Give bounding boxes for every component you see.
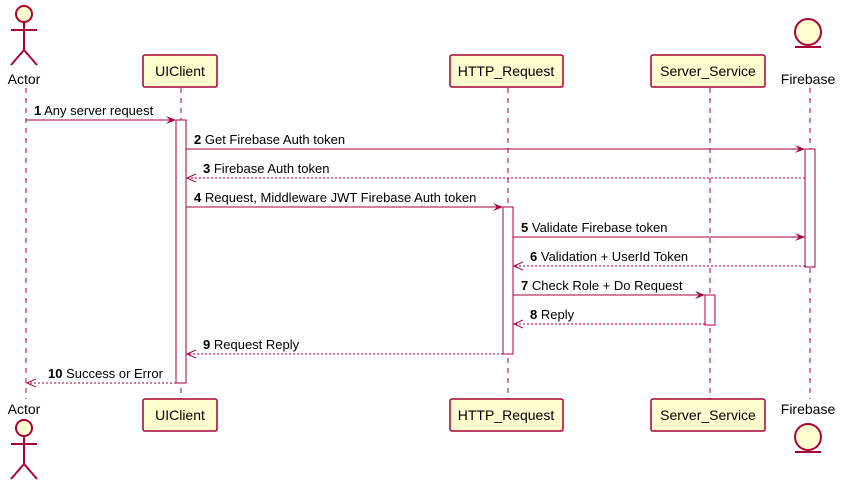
participant-label-uiclient-bottom: UIClient [155,407,205,423]
participant-label-http-request-bottom: HTTP_Request [458,407,555,423]
participant-server-service-bottom: Server_Service [650,398,766,432]
participant-label-firebase-bottom: Firebase [781,401,836,417]
activation-firebase [804,148,816,268]
participant-label-actor-top: Actor [8,71,41,87]
participant-http-request-bottom: HTTP_Request [449,398,564,432]
activation-http-request [502,206,514,355]
activation-uiclient [175,119,187,384]
message-label-8: 8 Reply [530,307,575,322]
participant-label-server-service-bottom: Server_Service [660,407,756,423]
activation-server-service [704,294,716,326]
participant-uiclient-bottom: UIClient [142,398,218,432]
message-label-5: 5 Validate Firebase token [521,220,667,235]
message-label-4: 4 Request, Middleware JWT Firebase Auth … [194,190,476,205]
actor-top: Actor [8,5,41,87]
participant-http-request-top: HTTP_Request [449,54,564,88]
entity-icon [794,18,822,48]
message-label-7: 7 Check Role + Do Request [521,278,683,293]
participant-label-server-service-top: Server_Service [660,63,756,79]
participant-label-uiclient-top: UIClient [155,63,205,79]
actor-bottom: Actor [8,401,41,480]
entity-icon [794,423,822,453]
message-label-2: 2 Get Firebase Auth token [194,132,345,147]
actor-icon [10,5,38,66]
participant-server-service-top: Server_Service [650,54,766,88]
participant-label-actor-bottom: Actor [8,401,41,417]
message-label-10: 10 Success or Error [48,366,164,381]
message-label-1: 1 Any server request [34,103,154,118]
participant-label-firebase-top: Firebase [781,71,836,87]
participant-firebase-bottom: Firebase [781,401,836,453]
participant-firebase-top: Firebase [781,18,836,87]
participant-uiclient-top: UIClient [142,54,218,88]
actor-icon [10,419,38,480]
message-label-3: 3 Firebase Auth token [203,161,330,176]
message-label-6: 6 Validation + UserId Token [530,249,688,264]
participant-label-http-request-top: HTTP_Request [458,63,555,79]
message-label-9: 9 Request Reply [203,337,300,352]
